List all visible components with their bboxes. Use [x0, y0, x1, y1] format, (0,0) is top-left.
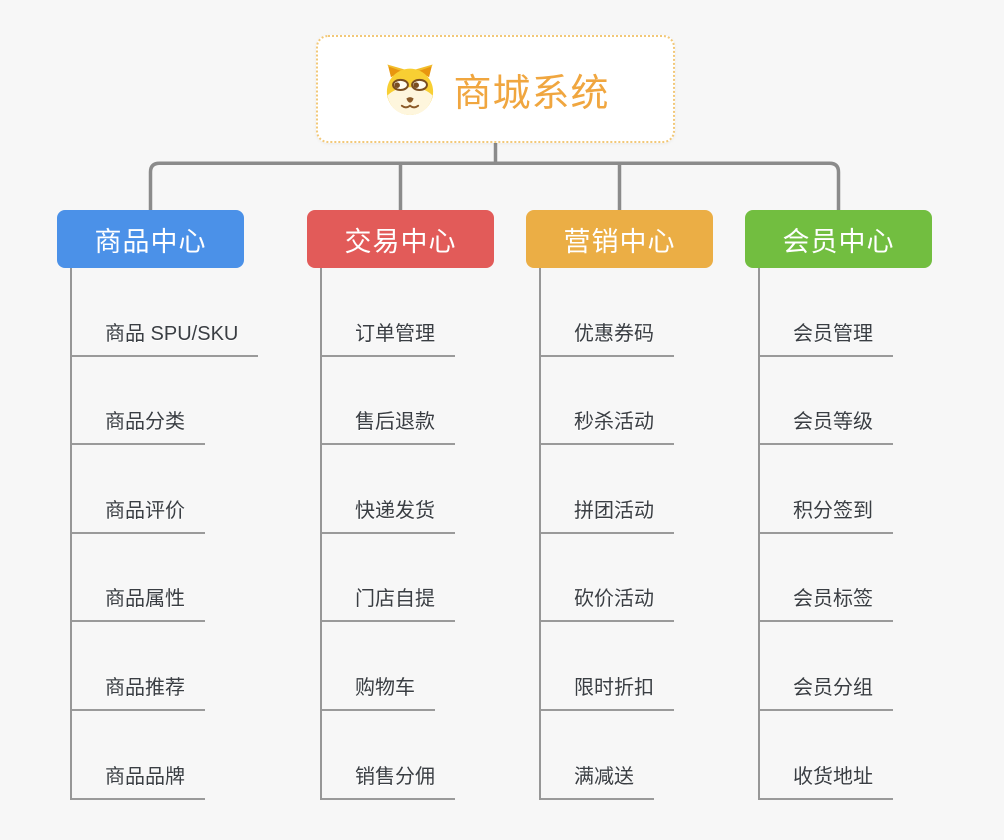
- branch-column: 会员中心会员管理会员等级积分签到会员标签会员分组收货地址: [745, 210, 932, 800]
- child-row: 会员标签: [760, 534, 932, 623]
- child-row: 限时折扣: [541, 622, 713, 711]
- child-node[interactable]: 秒杀活动: [541, 405, 674, 446]
- branch-children: 会员管理会员等级积分签到会员标签会员分组收货地址: [758, 268, 932, 800]
- branch-children: 优惠券码秒杀活动拼团活动砍价活动限时折扣满减送: [539, 268, 713, 800]
- child-row: 销售分佣: [322, 711, 494, 800]
- child-node[interactable]: 限时折扣: [541, 671, 674, 711]
- child-row: 商品品牌: [72, 711, 244, 800]
- child-row: 优惠券码: [541, 268, 713, 357]
- branch-column: 营销中心优惠券码秒杀活动拼团活动砍价活动限时折扣满减送: [526, 210, 713, 800]
- child-row: 积分签到: [760, 445, 932, 534]
- child-row: 会员等级: [760, 357, 932, 446]
- child-node[interactable]: 会员管理: [760, 317, 893, 357]
- child-node[interactable]: 商品推荐: [72, 671, 205, 711]
- child-node[interactable]: 积分签到: [760, 494, 893, 534]
- branch-column: 商品中心商品 SPU/SKU 商品分类商品评价商品属性商品推荐商品品牌: [57, 210, 259, 800]
- branch-column: 交易中心订单管理售后退款快递发货门店自提购物车销售分佣: [307, 210, 494, 800]
- child-node[interactable]: 优惠券码: [541, 317, 674, 357]
- child-row: 拼团活动: [541, 445, 713, 534]
- child-row: 秒杀活动: [541, 357, 713, 446]
- child-node[interactable]: 购物车: [322, 671, 435, 711]
- branch-node[interactable]: 营销中心: [526, 210, 713, 268]
- branch-node[interactable]: 会员中心: [745, 210, 932, 268]
- child-row: 砍价活动: [541, 534, 713, 623]
- child-node[interactable]: 会员等级: [760, 405, 893, 446]
- child-node[interactable]: 商品分类: [72, 405, 205, 446]
- dog-face-icon: [387, 64, 434, 116]
- branch-node[interactable]: 商品中心: [57, 210, 244, 268]
- main-bracket-line: [148, 161, 841, 211]
- root-node[interactable]: 商城系统: [316, 35, 675, 143]
- child-row: 商品推荐: [72, 622, 244, 711]
- child-row: 商品评价: [72, 445, 244, 534]
- child-node[interactable]: 商品属性: [72, 582, 205, 623]
- child-row: 售后退款: [322, 357, 494, 446]
- child-row: 会员管理: [760, 268, 932, 357]
- child-row: 满减送: [541, 711, 713, 800]
- child-node[interactable]: 收货地址: [760, 760, 893, 800]
- child-node[interactable]: 销售分佣: [322, 760, 455, 800]
- child-row: 商品属性: [72, 534, 244, 623]
- child-row: 商品 SPU/SKU: [72, 268, 259, 357]
- branch-children: 商品 SPU/SKU 商品分类商品评价商品属性商品推荐商品品牌: [70, 268, 259, 800]
- child-node[interactable]: 满减送: [541, 760, 654, 800]
- child-node[interactable]: 商品评价: [72, 494, 205, 534]
- child-row: 快递发货: [322, 445, 494, 534]
- child-node[interactable]: 门店自提: [322, 582, 455, 623]
- child-row: 订单管理: [322, 268, 494, 357]
- child-node[interactable]: 快递发货: [322, 494, 455, 534]
- root-title: 商城系统: [453, 72, 610, 115]
- child-row: 购物车: [322, 622, 494, 711]
- child-node[interactable]: 商品品牌: [72, 760, 205, 800]
- child-node[interactable]: 拼团活动: [541, 494, 674, 534]
- child-row: 会员分组: [760, 622, 932, 711]
- branch-children: 订单管理售后退款快递发货门店自提购物车销售分佣: [320, 268, 494, 800]
- child-node[interactable]: 会员分组: [760, 671, 893, 711]
- child-row: 门店自提: [322, 534, 494, 623]
- child-node[interactable]: 订单管理: [322, 317, 455, 357]
- branch-node[interactable]: 交易中心: [307, 210, 494, 268]
- child-node[interactable]: 售后退款: [322, 405, 455, 446]
- child-node[interactable]: 砍价活动: [541, 582, 674, 623]
- child-row: 商品分类: [72, 357, 244, 446]
- child-node[interactable]: 商品 SPU/SKU: [72, 317, 259, 357]
- child-node[interactable]: 会员标签: [760, 582, 893, 623]
- child-row: 收货地址: [760, 711, 932, 800]
